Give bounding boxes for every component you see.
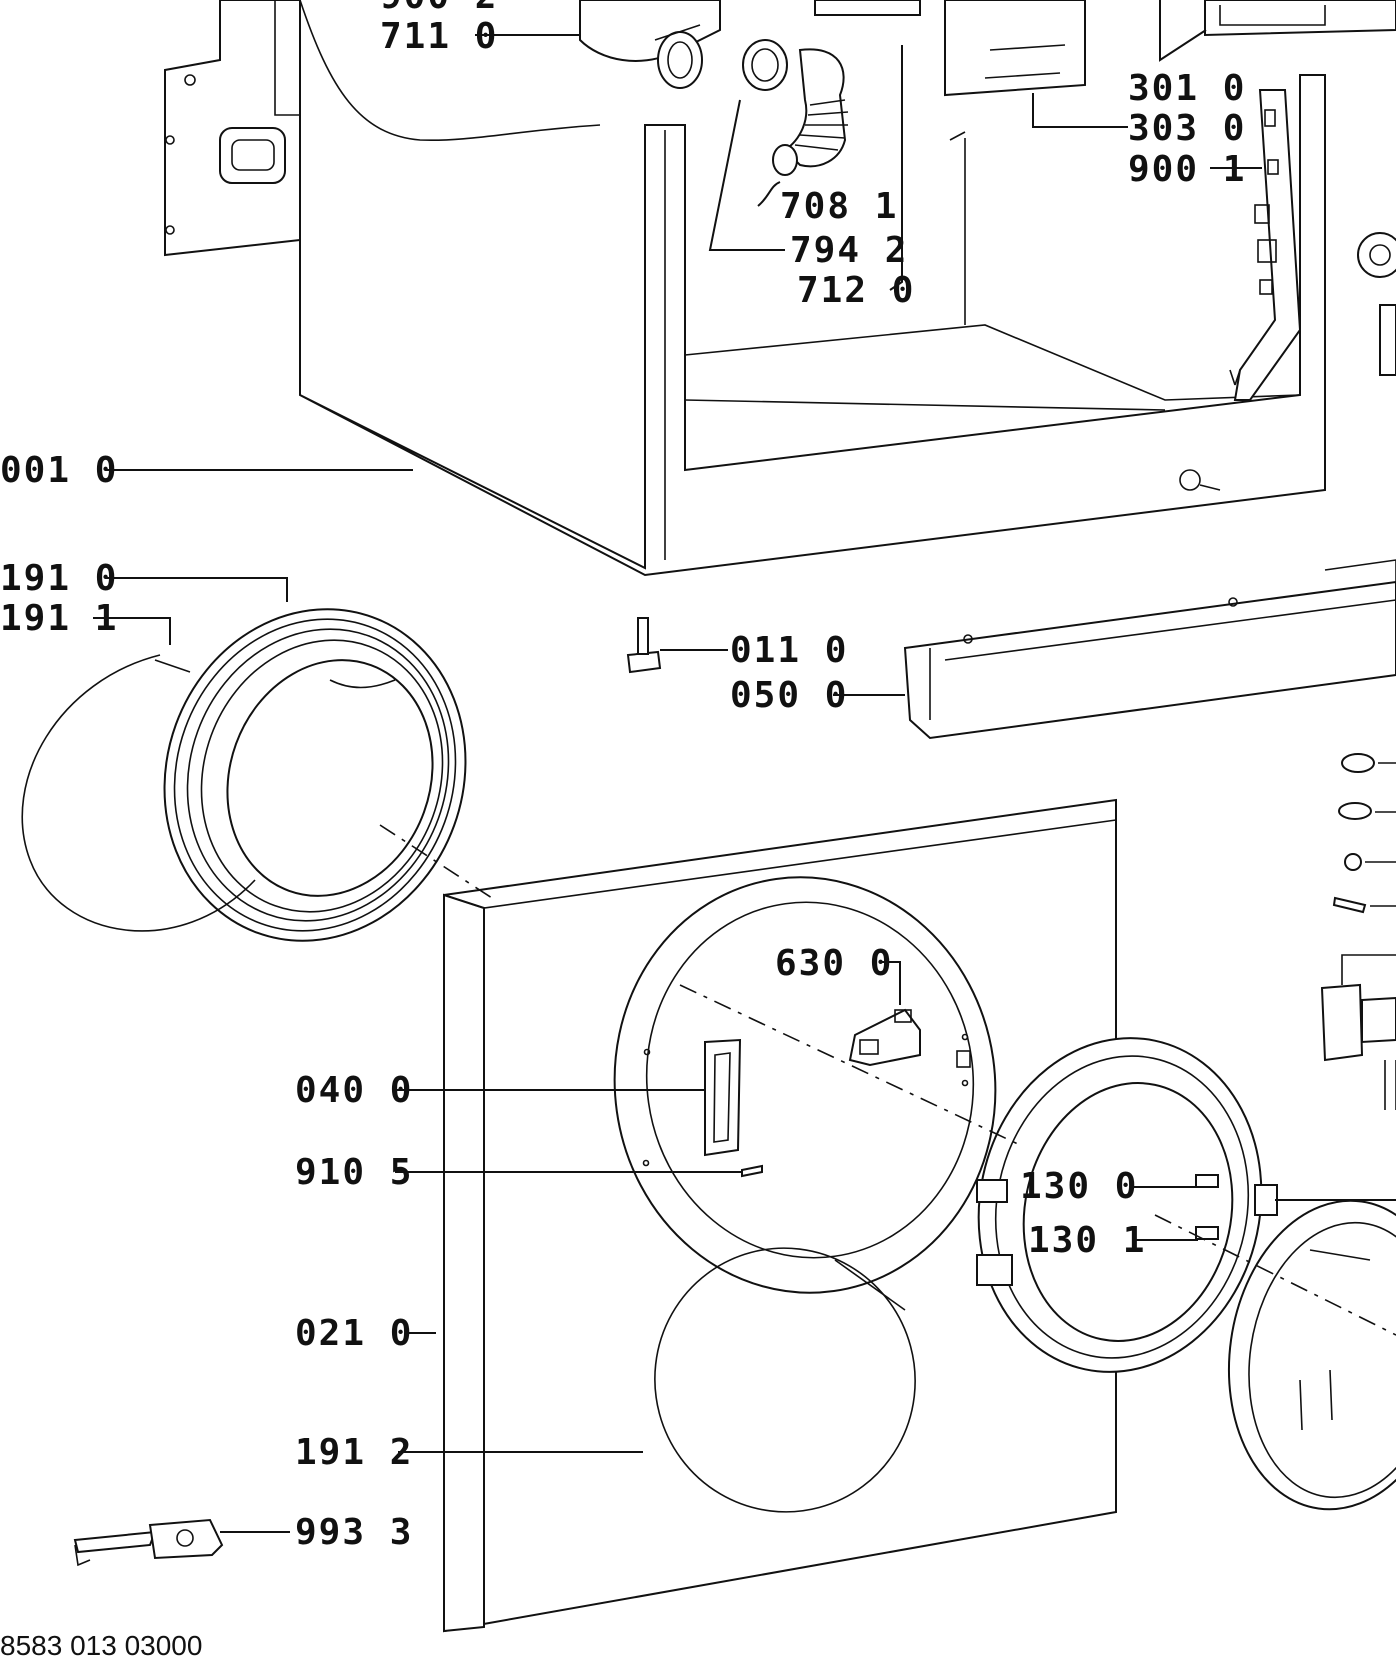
callout-040-0: 040 0 xyxy=(295,1070,413,1111)
callout-711-0: 711 0 xyxy=(380,16,498,57)
callout-130-1: 130 1 xyxy=(1028,1220,1146,1261)
door-tool xyxy=(73,1518,224,1567)
callout-191-2: 191 2 xyxy=(295,1432,413,1473)
hardware-screws xyxy=(1332,753,1396,914)
leader-lines xyxy=(93,0,1396,1533)
door-hinge xyxy=(704,1038,742,1157)
callout-191-0: 191 0 xyxy=(0,558,118,599)
assembly-axis xyxy=(379,824,1396,1336)
detergent-drawer xyxy=(814,0,1086,97)
clamp-ring-spring xyxy=(654,1247,916,1513)
drain-pump xyxy=(579,0,721,89)
door-seal-bellows xyxy=(163,608,467,942)
control-board xyxy=(1229,89,1302,401)
callout-301-0: 301 0 xyxy=(1128,68,1246,109)
callout-130-0: 130 0 xyxy=(1020,1166,1138,1207)
front-panel xyxy=(443,798,1117,1633)
seal-spring xyxy=(21,654,256,932)
callout-900-2: 900 2 xyxy=(380,0,498,17)
callout-labels: 900 2 711 0 301 0 303 0 900 1 708 1 794 … xyxy=(0,0,1246,1553)
callout-303-0: 303 0 xyxy=(1128,108,1246,149)
callout-712-0: 712 0 xyxy=(797,270,915,311)
callout-011-0: 011 0 xyxy=(730,630,848,671)
top-right-bracket xyxy=(1204,0,1396,37)
door-lock xyxy=(848,1008,921,1067)
selector-knob xyxy=(1357,232,1396,376)
callout-050-0: 050 0 xyxy=(730,675,848,716)
callout-794-2: 794 2 xyxy=(790,230,908,271)
callout-630-0: 630 0 xyxy=(775,943,893,984)
callout-708-1: 708 1 xyxy=(780,186,898,227)
door-inner-frame xyxy=(976,1037,1278,1373)
drain-hose xyxy=(772,48,849,176)
callout-001-0: 001 0 xyxy=(0,450,118,491)
rear-panel xyxy=(164,0,301,257)
callout-021-0: 021 0 xyxy=(295,1313,413,1354)
callout-191-1: 191 1 xyxy=(0,598,118,639)
small-screw xyxy=(741,1164,763,1178)
front-panel-strip xyxy=(903,559,1396,740)
callout-910-5: 910 5 xyxy=(295,1152,413,1193)
hose-clamp xyxy=(742,39,788,91)
cabinet xyxy=(299,0,1326,577)
door-handle xyxy=(1320,954,1396,1110)
callout-993-3: 993 3 xyxy=(295,1512,413,1553)
foot-screw xyxy=(626,617,662,674)
callout-900-1: 900 1 xyxy=(1128,149,1246,190)
drawing-code: 8583 013 03000 xyxy=(0,1630,202,1661)
